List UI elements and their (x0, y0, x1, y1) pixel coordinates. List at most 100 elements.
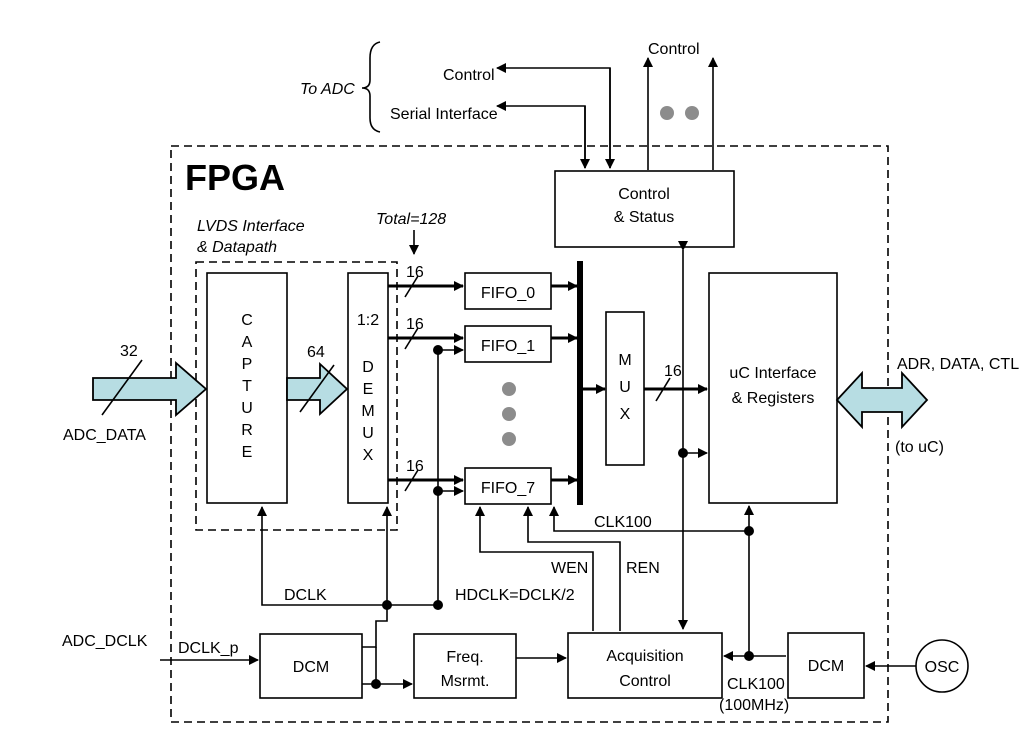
capture-letters: C A P T U R E (241, 312, 253, 461)
junction-dot (371, 679, 381, 689)
capture-letter: U (241, 400, 253, 417)
wen-label: WEN (551, 560, 588, 577)
ellipsis-dot (685, 106, 699, 120)
acq-control-label-1: Acquisition (606, 648, 683, 665)
adr-data-ctl-label: ADR, DATA, CTL (897, 356, 1019, 373)
demux-letter: X (363, 447, 374, 464)
serial-interface-label: Serial Interface (390, 106, 498, 123)
adc-data-label: ADC_DATA (63, 427, 146, 444)
control-status-box (554, 170, 735, 248)
clk100-route (549, 506, 750, 656)
lvds-label-2: & Datapath (197, 239, 277, 256)
demux-box (347, 272, 389, 504)
acq-control-label-2: Control (619, 673, 671, 690)
top-control-label: Control (648, 41, 700, 58)
fifo-7-label: FIFO_7 (481, 480, 535, 497)
junction-dot (744, 651, 754, 661)
demux-letter: U (362, 425, 374, 442)
junction-dot (433, 600, 443, 610)
adc-bus-width: 32 (120, 343, 138, 360)
mux-letter: X (620, 406, 631, 423)
osc-circle (915, 639, 969, 693)
freq-msrmt-label-1: Freq. (446, 649, 483, 666)
dcm-left-box (259, 633, 363, 699)
control-to-adc-line (496, 63, 611, 168)
ellipsis-dot (502, 382, 516, 396)
junction-dot (433, 345, 443, 355)
capture-bus-width: 64 (307, 344, 325, 361)
mux-letter: M (618, 352, 631, 369)
ellipsis-dot (502, 407, 516, 421)
to-adc-label: To ADC (300, 81, 355, 98)
clk100-bottom-label-1: CLK100 (727, 676, 785, 693)
demux-letter: D (362, 359, 374, 376)
capture-letter: A (242, 334, 253, 351)
fpga-boundary (170, 145, 889, 723)
bus-slash (404, 327, 419, 350)
fifo0-bus-width: 16 (406, 264, 424, 281)
control-status-label-1: Control (618, 186, 670, 203)
dcm-left-label: DCM (293, 659, 329, 676)
capture-letter: C (241, 312, 253, 329)
clk100-bottom-label-2: (100MHz) (719, 697, 789, 714)
fifo-1-box (464, 325, 552, 363)
dcm-dclk-out (362, 605, 388, 648)
to-adc-brace (361, 41, 381, 133)
uc-interface-label-2: & Registers (732, 390, 815, 407)
dcm-right-box (787, 632, 865, 699)
bus-slash (101, 359, 143, 416)
uc-interface-box (708, 272, 838, 504)
capture-letter: R (241, 422, 253, 439)
ren-label: REN (626, 560, 660, 577)
bus-slash (404, 469, 419, 492)
fifo-0-label: FIFO_0 (481, 285, 535, 302)
ellipsis-dot (502, 432, 516, 446)
mux-letter: U (619, 379, 631, 396)
adc-data-arrow (92, 361, 208, 417)
dcm-right-label: DCM (808, 658, 844, 675)
clk100-top-label: CLK100 (594, 514, 652, 531)
junction-dot (678, 448, 688, 458)
fifo7-bus-width: 16 (406, 458, 424, 475)
bus-slash (299, 364, 335, 413)
demux-ratio: 1:2 (357, 312, 379, 329)
fpga-title: FPGA (185, 157, 285, 198)
uc-interface-label-1: uC Interface (729, 365, 816, 382)
fifo-0-box (464, 272, 552, 310)
dclk-p-label: DCLK_p (178, 640, 239, 657)
hdclk-label: HDCLK=DCLK/2 (455, 587, 575, 604)
uc-bidirectional-arrow (835, 370, 929, 430)
lvds-label-1: LVDS Interface (197, 218, 305, 235)
osc-label: OSC (925, 659, 960, 676)
mux-bus-width: 16 (664, 363, 682, 380)
demux-letter: E (363, 381, 374, 398)
fifo-1-label: FIFO_1 (481, 338, 535, 355)
junction-dot (433, 486, 443, 496)
demux-letter: M (361, 403, 374, 420)
to-uc-label: (to uC) (895, 439, 944, 456)
acq-control-box (567, 632, 723, 699)
capture-letter: T (242, 378, 252, 395)
ren-line (523, 506, 621, 631)
freq-msrmt-box (413, 633, 517, 699)
serial-to-adc-line (496, 101, 586, 168)
total-label: Total=128 (376, 211, 446, 228)
adc-control-label: Control (443, 67, 495, 84)
adc-dclk-label: ADC_DCLK (62, 633, 148, 650)
dclk-to-capture (257, 506, 387, 606)
bus-slash (404, 275, 419, 298)
ellipsis-dot (660, 106, 674, 120)
capture-letter: P (242, 356, 253, 373)
capture-letter: E (242, 444, 253, 461)
fifo1-bus-width: 16 (406, 316, 424, 333)
demux-letters: D E M U X (361, 359, 374, 464)
wen-line (475, 506, 594, 631)
dclk-label: DCLK (284, 587, 327, 604)
freq-msrmt-label-2: Msrmt. (441, 673, 490, 690)
fifo-7-box (464, 467, 552, 505)
junction-dot (744, 526, 754, 536)
bus-slash (655, 377, 671, 402)
hdclk-line (362, 605, 387, 672)
control-status-label-2: & Status (614, 209, 674, 226)
